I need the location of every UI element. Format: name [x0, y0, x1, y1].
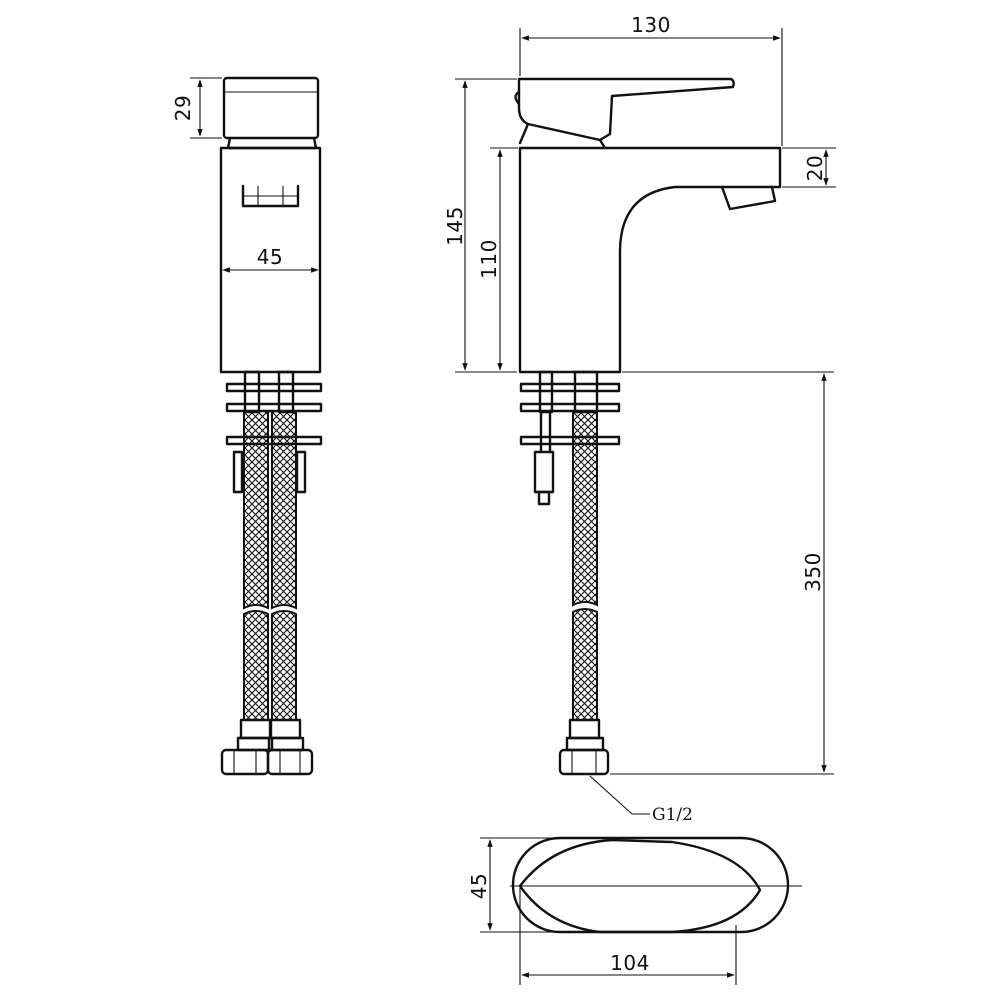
side-view: 29 45 — [171, 76, 323, 776]
front-washer-1 — [519, 382, 621, 393]
dim-base-depth: 45 — [467, 873, 491, 899]
side-collar — [226, 136, 318, 150]
top-base-outline — [511, 836, 790, 934]
top-lever-outline — [518, 838, 762, 934]
thread-callout: G1/2 — [652, 805, 693, 825]
dim-spout-height: 20 — [803, 155, 827, 181]
front-hex-nut — [558, 748, 610, 776]
side-clip-left — [232, 450, 244, 494]
front-view: 130 145 110 20 350 G1/2 — [443, 13, 836, 825]
side-washer-2 — [225, 402, 323, 413]
front-lever — [517, 77, 735, 142]
dim-body-height: 110 — [477, 239, 501, 279]
side-handle — [222, 76, 320, 140]
side-clip-right — [295, 450, 307, 494]
dim-base-length: 104 — [610, 951, 650, 975]
dim-overall-height: 145 — [443, 206, 467, 246]
front-hose — [572, 410, 598, 607]
front-washer-3 — [519, 435, 621, 446]
side-hex-nuts — [220, 748, 314, 776]
dim-overall-length: 130 — [631, 13, 671, 37]
side-body — [219, 146, 322, 374]
dim-handle-height: 29 — [171, 95, 195, 121]
top-view: 45 104 — [467, 836, 802, 985]
front-aerator — [720, 185, 777, 211]
side-washer-1 — [225, 382, 323, 393]
side-hoses — [243, 410, 297, 721]
front-body-spout — [518, 146, 782, 374]
dim-hose-length: 350 — [801, 552, 825, 592]
front-rod-nut — [533, 450, 555, 494]
front-washer-2 — [519, 402, 621, 413]
dim-side-width: 45 — [257, 245, 283, 269]
